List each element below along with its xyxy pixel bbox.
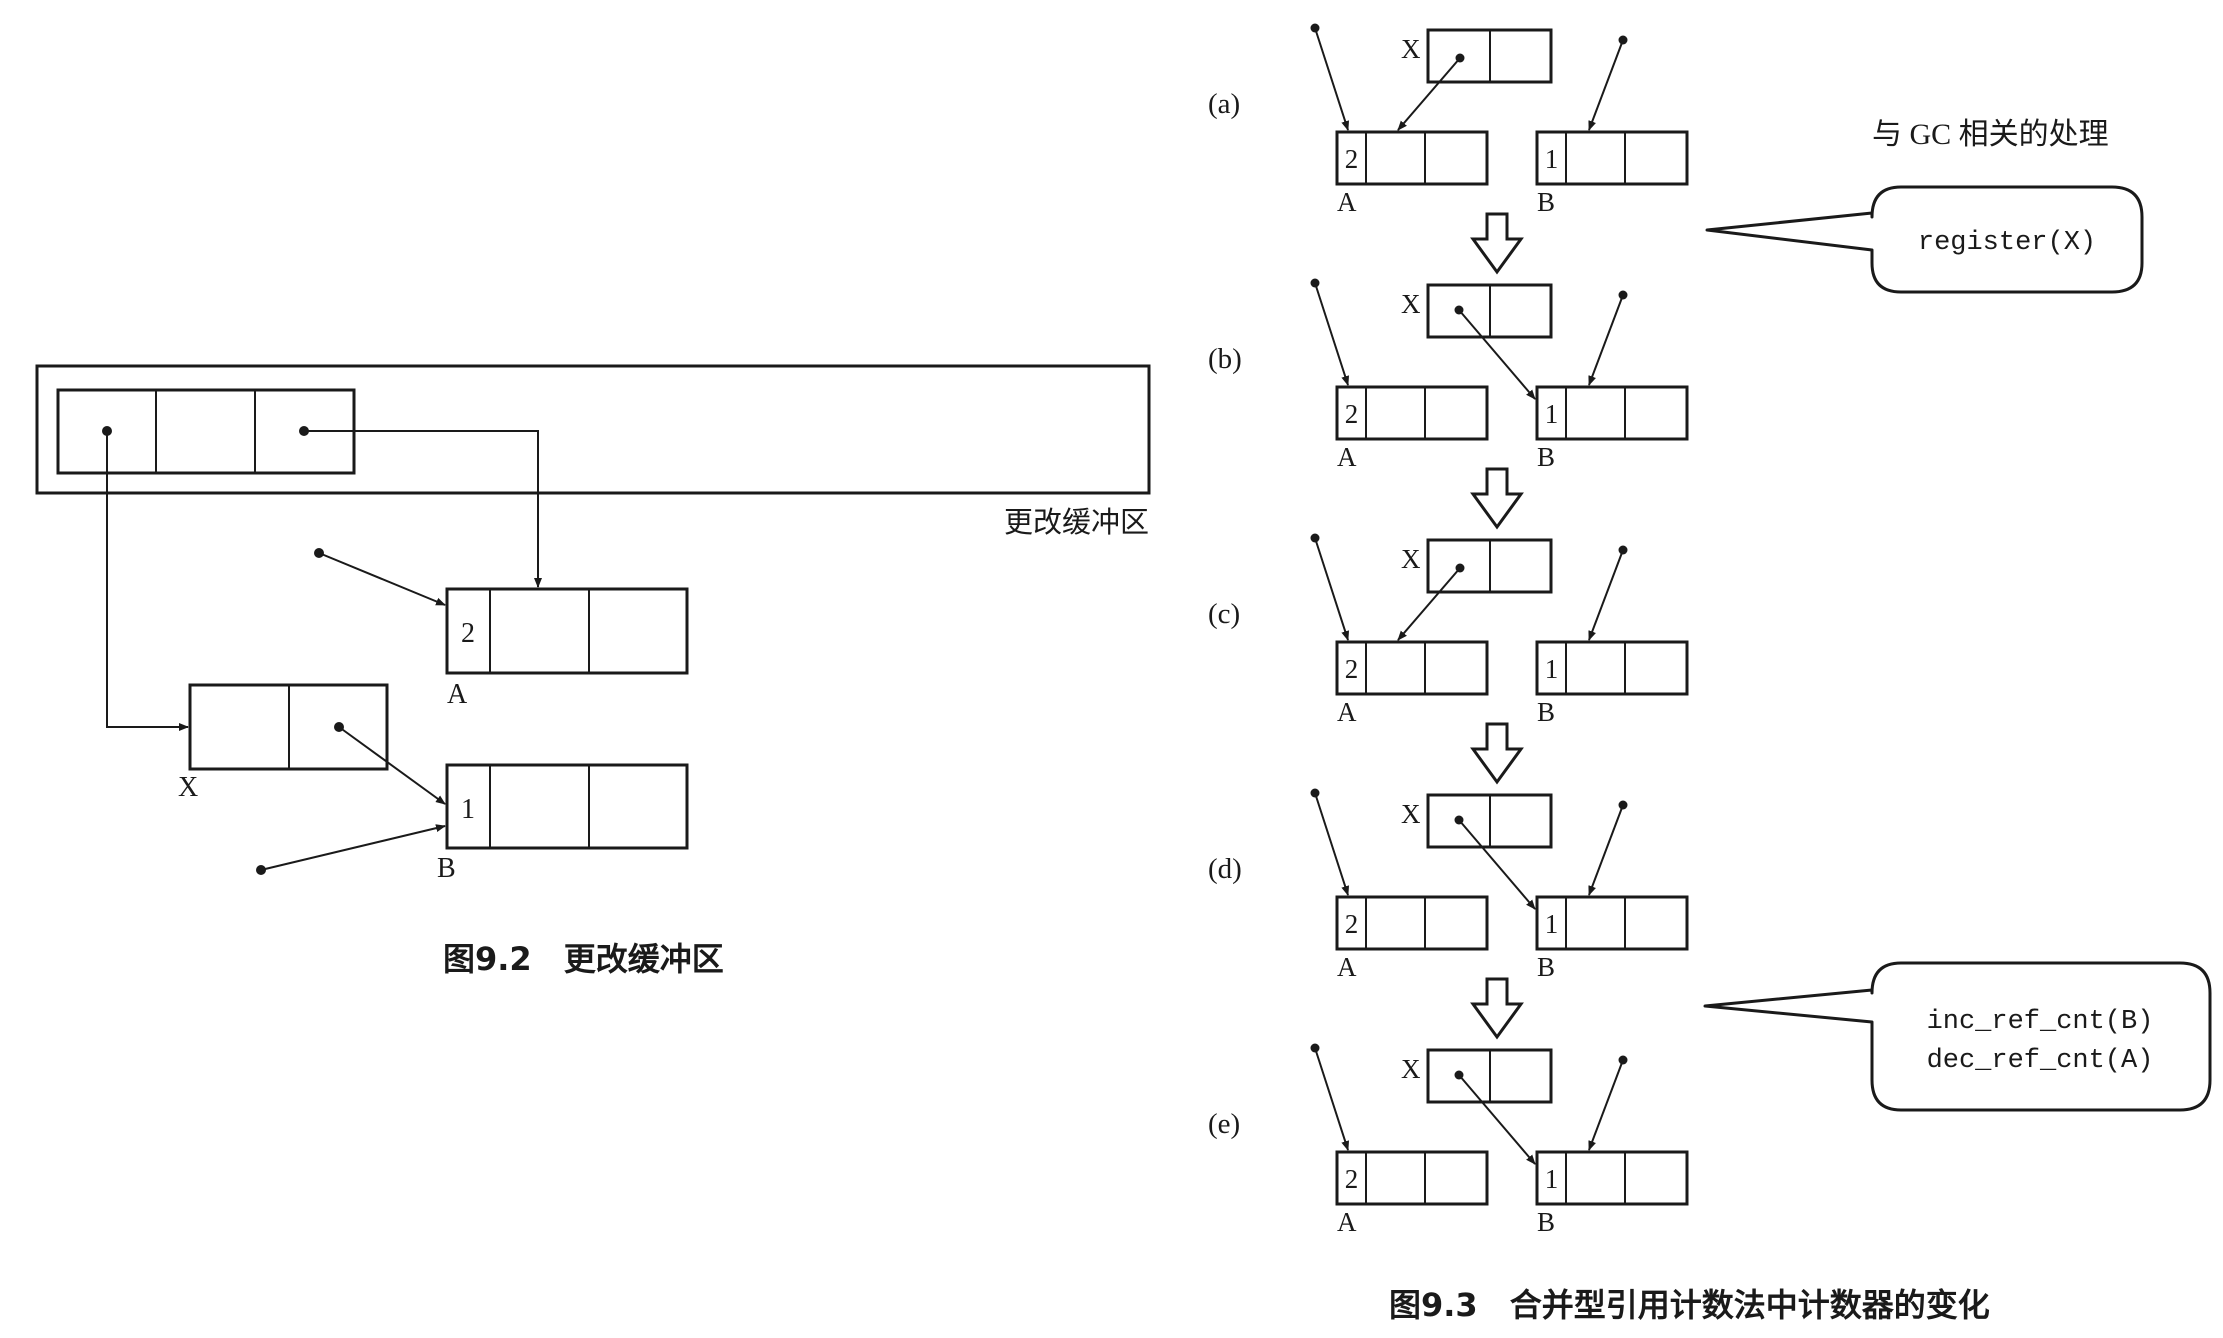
step-object-x-label: X bbox=[1401, 289, 1421, 319]
transition-arrow bbox=[1470, 212, 1524, 275]
speech-bubble-refcount bbox=[1703, 961, 2212, 1112]
step-tag: (c) bbox=[1208, 598, 1240, 630]
external-ref-to-b bbox=[1588, 39, 1624, 131]
step-object-b bbox=[1535, 130, 1689, 186]
step-object-a-label: A bbox=[1337, 187, 1357, 217]
external-ref-to-b bbox=[1588, 1059, 1624, 1151]
x-to-b-arrow bbox=[1458, 309, 1536, 400]
object-a-label: A bbox=[447, 679, 468, 710]
buffer-to-x-arrow bbox=[106, 431, 189, 731]
object-x-label: X bbox=[178, 772, 198, 803]
x-to-a-arrow bbox=[1397, 57, 1461, 131]
object-b-label: B bbox=[437, 853, 456, 884]
step-object-x-label: X bbox=[1401, 799, 1421, 829]
step-object-a bbox=[1335, 385, 1489, 441]
step-object-b-count: 1 bbox=[1545, 909, 1559, 939]
external-ref-to-a bbox=[1314, 1047, 1350, 1151]
step-object-a bbox=[1335, 130, 1489, 186]
step-object-b-label: B bbox=[1537, 187, 1555, 217]
object-b-count: 1 bbox=[461, 794, 475, 825]
step-object-a bbox=[1335, 1150, 1489, 1206]
step-object-b bbox=[1535, 385, 1689, 441]
external-ref-to-b bbox=[1588, 549, 1624, 641]
step-tag: (b) bbox=[1208, 343, 1242, 375]
gc-processing-heading: 与 GC 相关的处理 bbox=[1872, 118, 2109, 151]
object-a bbox=[445, 587, 689, 675]
step-object-x-label: X bbox=[1401, 1054, 1421, 1084]
step-tag: (e) bbox=[1208, 1108, 1240, 1140]
step-object-b bbox=[1535, 895, 1689, 951]
object-b bbox=[445, 763, 689, 850]
step-object-a-count: 2 bbox=[1345, 399, 1359, 429]
step-object-b-label: B bbox=[1537, 952, 1555, 982]
figure-9-2: 更改缓冲区 2 A X 1 B 图9.2 更改缓冲区 bbox=[35, 364, 1151, 978]
x-to-a-arrow bbox=[1397, 567, 1461, 641]
step-object-b-count: 1 bbox=[1545, 1164, 1559, 1194]
step-object-b-count: 1 bbox=[1545, 144, 1559, 174]
step-object-b-label: B bbox=[1537, 442, 1555, 472]
x-to-b-arrow bbox=[1458, 1074, 1536, 1165]
step-object-a-label: A bbox=[1337, 442, 1357, 472]
transition-arrow bbox=[1470, 977, 1524, 1040]
step-object-b-count: 1 bbox=[1545, 654, 1559, 684]
step-object-a-count: 2 bbox=[1345, 909, 1359, 939]
x-to-b-arrow bbox=[1458, 819, 1536, 910]
step-object-a bbox=[1335, 640, 1489, 696]
step-object-b bbox=[1535, 1150, 1689, 1206]
step-object-b-count: 1 bbox=[1545, 399, 1559, 429]
step-object-a bbox=[1335, 895, 1489, 951]
step-object-b-label: B bbox=[1537, 1207, 1555, 1237]
bubble-inc-text: inc_ref_cnt(B) bbox=[1927, 1007, 2154, 1037]
object-a-count: 2 bbox=[461, 618, 475, 649]
external-ref-to-b bbox=[1588, 804, 1624, 896]
bubble-register-text: register(X) bbox=[1918, 228, 2096, 258]
step-object-x-label: X bbox=[1401, 34, 1421, 64]
speech-bubble-register bbox=[1705, 185, 2144, 294]
step-object-a-count: 2 bbox=[1345, 1164, 1359, 1194]
step-object-a-label: A bbox=[1337, 697, 1357, 727]
external-ref-to-a bbox=[1314, 282, 1350, 386]
external-ref-to-a bbox=[1314, 792, 1350, 896]
x-to-b-arrow bbox=[338, 726, 446, 805]
step-object-b bbox=[1535, 640, 1689, 696]
step-object-a-label: A bbox=[1337, 1207, 1357, 1237]
figure-9-3-caption: 图9.3 合并型引用计数法中计数器的变化 bbox=[1389, 1286, 1990, 1324]
external-ref-to-a bbox=[318, 552, 446, 606]
step-object-a-label: A bbox=[1337, 952, 1357, 982]
buffer-to-a-arrow bbox=[304, 430, 542, 588]
external-ref-to-a bbox=[1314, 27, 1350, 131]
external-ref-to-b bbox=[1588, 294, 1624, 386]
transition-arrow bbox=[1470, 467, 1524, 530]
change-buffer-label: 更改缓冲区 bbox=[1004, 505, 1149, 539]
external-ref-to-b bbox=[260, 824, 446, 871]
external-ref-to-a bbox=[1314, 537, 1350, 641]
step-object-x-label: X bbox=[1401, 544, 1421, 574]
transition-arrow bbox=[1470, 722, 1524, 785]
step-tag: (d) bbox=[1208, 853, 1242, 885]
figure-9-2-caption: 图9.2 更改缓冲区 bbox=[443, 940, 724, 978]
step-tag: (a) bbox=[1208, 88, 1240, 120]
step-object-b-label: B bbox=[1537, 697, 1555, 727]
figure-9-3: 与 GC 相关的处理 register(X) inc_ref_cnt(B) de… bbox=[1208, 23, 2212, 1324]
step-object-a-count: 2 bbox=[1345, 654, 1359, 684]
step-object-a-count: 2 bbox=[1345, 144, 1359, 174]
bubble-dec-text: dec_ref_cnt(A) bbox=[1927, 1046, 2154, 1076]
